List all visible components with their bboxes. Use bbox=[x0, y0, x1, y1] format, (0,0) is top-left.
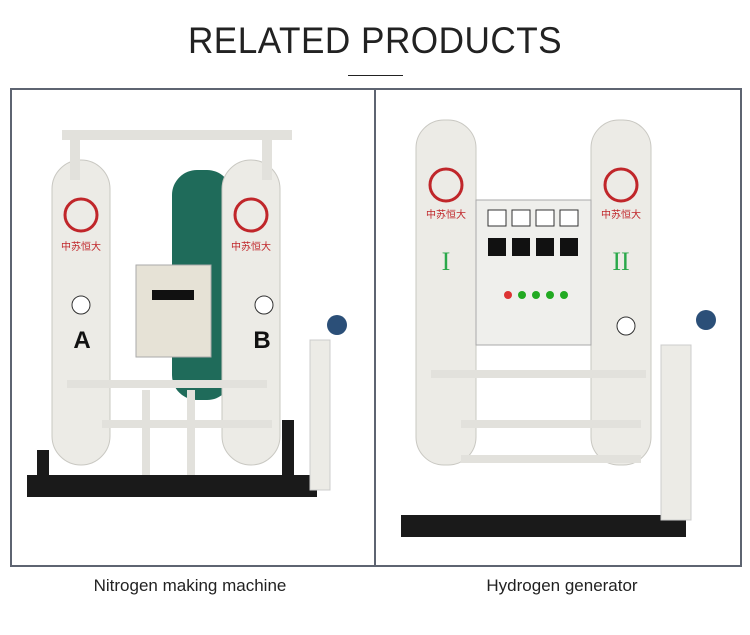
tank-label-i: I bbox=[442, 247, 451, 276]
tank-label-b: B bbox=[253, 327, 270, 354]
hydrogen-generator-image: 中苏恒大 中苏恒大 I II bbox=[401, 119, 716, 537]
products-frame: 中苏恒大 中苏恒大 A B 中苏恒大 中苏恒大 I II bbox=[10, 88, 742, 567]
panel-divider bbox=[374, 90, 376, 565]
nitrogen-machine-image: 中苏恒大 中苏恒大 A B bbox=[27, 130, 347, 497]
tank-label-a: A bbox=[73, 327, 90, 354]
section-title: RELATED PRODUCTS bbox=[187, 20, 563, 61]
control-panel bbox=[135, 264, 212, 358]
product-card-nitrogen[interactable]: 中苏恒大 中苏恒大 A B bbox=[12, 90, 374, 565]
brand-text-i: 中苏恒大 bbox=[426, 208, 466, 221]
title-underline bbox=[348, 75, 403, 76]
tank-label-ii: II bbox=[612, 247, 629, 276]
caption-hydrogen[interactable]: Hydrogen generator bbox=[486, 576, 638, 595]
brand-text-ii: 中苏恒大 bbox=[601, 208, 641, 221]
product-card-hydrogen[interactable]: 中苏恒大 中苏恒大 I II bbox=[376, 90, 740, 565]
brand-text-a: 中苏恒大 bbox=[61, 240, 101, 253]
brand-text-b: 中苏恒大 bbox=[231, 240, 271, 253]
caption-nitrogen[interactable]: Nitrogen making machine bbox=[93, 576, 287, 595]
